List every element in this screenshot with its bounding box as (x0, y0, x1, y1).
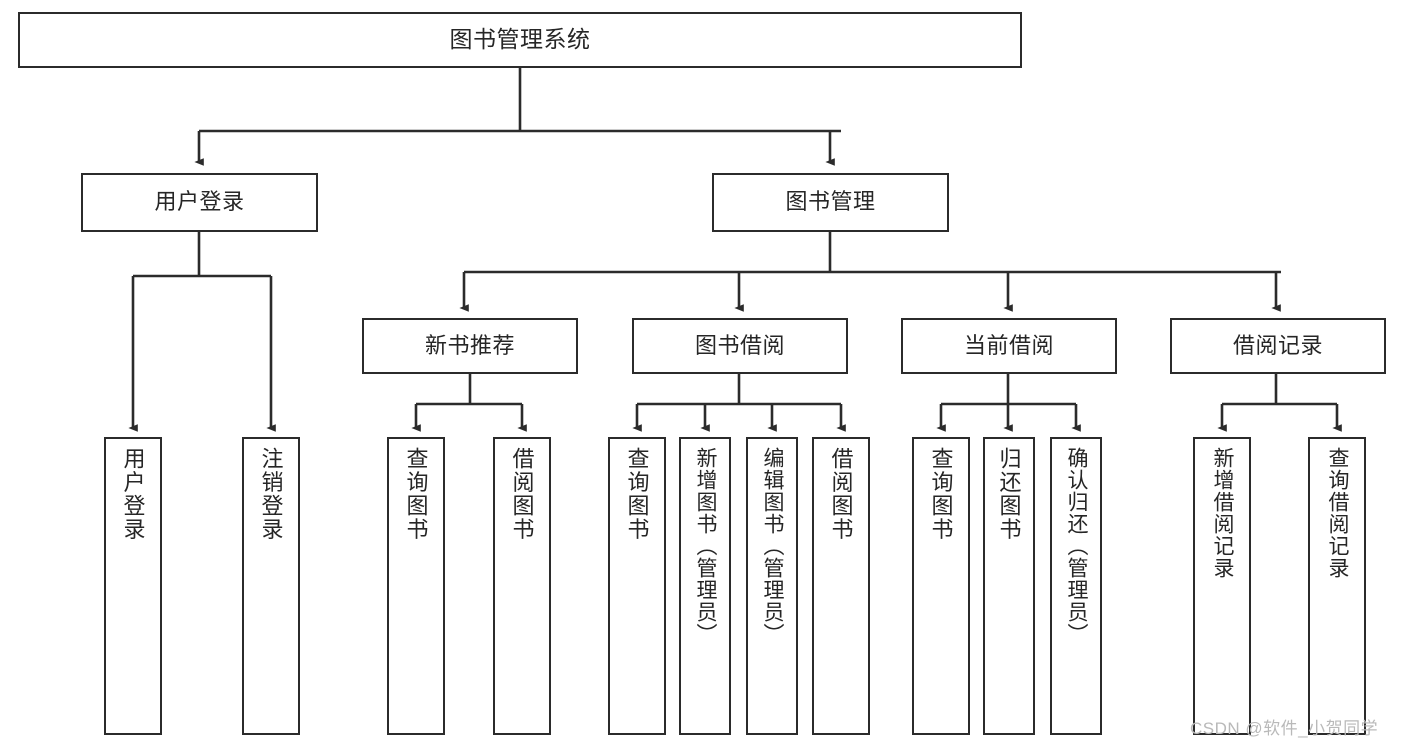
node-label: 查询图书 (928, 447, 954, 541)
node-leaf-borrow-book-2[interactable]: 借阅图书 (812, 437, 870, 735)
node-user-login[interactable]: 用户登录 (81, 173, 318, 232)
node-label: 查询图书 (403, 447, 429, 541)
node-leaf-confirm-return[interactable]: 确认归还（管理员） (1050, 437, 1102, 735)
node-leaf-query-book-3[interactable]: 查询图书 (912, 437, 970, 735)
node-leaf-add-record[interactable]: 新增借阅记录 (1193, 437, 1251, 735)
node-label: 查询借阅记录 (1325, 447, 1349, 579)
node-label: 查询图书 (624, 447, 650, 541)
node-leaf-edit-book[interactable]: 编辑图书（管理员） (746, 437, 798, 735)
node-new-book-recommend[interactable]: 新书推荐 (362, 318, 578, 374)
node-label: 确认归还（管理员） (1064, 447, 1088, 645)
node-label: 借阅图书 (828, 447, 854, 541)
node-label: 当前借阅 (963, 332, 1054, 358)
node-label: 图书借阅 (694, 332, 785, 358)
node-label: 新书推荐 (424, 332, 515, 358)
node-label: 用户登录 (120, 447, 146, 541)
node-label: 借阅记录 (1232, 332, 1323, 358)
node-label: 注销登录 (258, 447, 284, 541)
node-label: 借阅图书 (509, 447, 535, 541)
node-current-borrow[interactable]: 当前借阅 (901, 318, 1117, 374)
node-leaf-borrow-book-1[interactable]: 借阅图书 (493, 437, 551, 735)
node-borrow-record[interactable]: 借阅记录 (1170, 318, 1386, 374)
node-label: 归还图书 (996, 447, 1022, 541)
node-book-borrow[interactable]: 图书借阅 (632, 318, 848, 374)
node-label: 新增图书（管理员） (693, 447, 717, 645)
csdn-watermark: CSDN @软件_小贺同学 (1190, 719, 1379, 738)
node-label: 用户登录 (154, 189, 245, 215)
node-label: 图书管理系统 (449, 26, 591, 53)
node-label: 编辑图书（管理员） (760, 447, 784, 645)
node-leaf-logout[interactable]: 注销登录 (242, 437, 300, 735)
node-book-management[interactable]: 图书管理 (712, 173, 949, 232)
node-leaf-query-book-2[interactable]: 查询图书 (608, 437, 666, 735)
node-leaf-user-login[interactable]: 用户登录 (104, 437, 162, 735)
node-label: 图书管理 (785, 189, 876, 215)
node-leaf-query-record[interactable]: 查询借阅记录 (1308, 437, 1366, 735)
node-leaf-add-book[interactable]: 新增图书（管理员） (679, 437, 731, 735)
node-leaf-return-book[interactable]: 归还图书 (983, 437, 1035, 735)
node-label: 新增借阅记录 (1210, 447, 1234, 579)
node-root-system[interactable]: 图书管理系统 (18, 12, 1022, 68)
node-leaf-query-book-1[interactable]: 查询图书 (387, 437, 445, 735)
